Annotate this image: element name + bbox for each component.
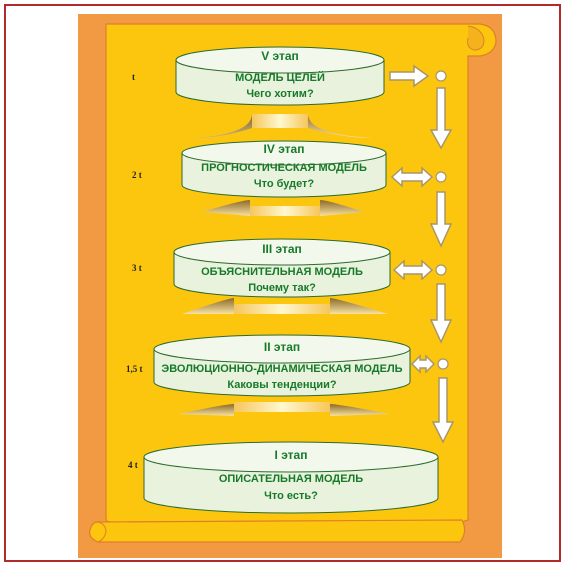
stage-1-title: I этап bbox=[275, 448, 308, 462]
node-circle-icon bbox=[437, 358, 449, 370]
outer-frame: V этап МОДЕЛЬ ЦЕЛЕЙ Чего хотим? IV этап … bbox=[4, 4, 561, 562]
stage-5-title: V этап bbox=[261, 49, 299, 63]
double-arrow-icon bbox=[410, 354, 436, 374]
stage-3-question: Почему так? bbox=[248, 282, 316, 294]
stage-1-question: Что есть? bbox=[264, 490, 318, 502]
stage-1-name: ОПИСАТЕЛЬНАЯ МОДЕЛЬ bbox=[219, 473, 363, 485]
time-label-stage-5: t bbox=[132, 72, 135, 82]
scroll-top-curl bbox=[467, 25, 485, 51]
stage-3-title: III этап bbox=[262, 242, 302, 256]
down-arrow-icon bbox=[429, 87, 453, 150]
stage-3-name: ОБЪЯСНИТЕЛЬНАЯ МОДЕЛЬ bbox=[201, 266, 363, 278]
stage-disk-1 bbox=[143, 441, 439, 514]
down-arrow-icon bbox=[429, 283, 453, 344]
time-label-stage-4: 2 t bbox=[132, 170, 142, 180]
right-arrow-icon bbox=[389, 64, 430, 88]
stage-disk-4 bbox=[181, 140, 387, 198]
stage-2-name: ЭВОЛЮЦИОННО-ДИНАМИЧЕСКАЯ МОДЕЛЬ bbox=[161, 363, 402, 375]
stage-4-question: Что будет? bbox=[254, 178, 315, 190]
stage-2-title: II этап bbox=[264, 340, 300, 354]
stage-5-question: Чего хотим? bbox=[246, 88, 314, 100]
double-arrow-icon bbox=[390, 166, 434, 188]
stage-4-name: ПРОГНОСТИЧЕСКАЯ МОДЕЛЬ bbox=[201, 162, 367, 174]
stage-connector-4 bbox=[178, 402, 390, 416]
double-arrow-icon bbox=[392, 259, 434, 281]
down-arrow-icon bbox=[429, 191, 453, 248]
node-circle-icon bbox=[435, 264, 447, 276]
node-circle-icon bbox=[435, 70, 447, 82]
down-arrow-icon bbox=[431, 377, 455, 444]
stage-disk-3 bbox=[173, 238, 391, 298]
time-label-stage-3: 3 t bbox=[132, 263, 142, 273]
stage-2-question: Каковы тенденции? bbox=[227, 379, 336, 391]
stage-5-name: МОДЕЛЬ ЦЕЛЕЙ bbox=[235, 71, 325, 84]
time-label-stage-1: 4 t bbox=[128, 460, 138, 470]
stage-connector-1 bbox=[194, 114, 372, 138]
time-label-stage-2: 1,5 t bbox=[126, 364, 143, 374]
stage-connector-2 bbox=[202, 200, 364, 216]
stage-disk-2 bbox=[153, 334, 411, 397]
node-circle-icon bbox=[435, 171, 447, 183]
scroll-bottom-curl bbox=[89, 519, 466, 543]
stage-disk-5 bbox=[175, 46, 385, 106]
stage-diagram: V этап МОДЕЛЬ ЦЕЛЕЙ Чего хотим? IV этап … bbox=[78, 14, 502, 558]
stage-4-title: IV этап bbox=[264, 142, 305, 156]
stage-connector-3 bbox=[182, 298, 388, 314]
